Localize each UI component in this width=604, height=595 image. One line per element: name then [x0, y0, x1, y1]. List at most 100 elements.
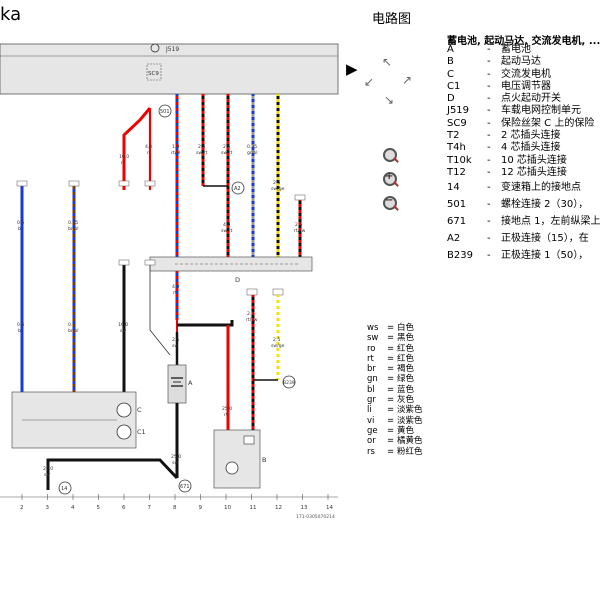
- legend-dash: -: [487, 117, 491, 129]
- wire-label: bl: [18, 328, 22, 334]
- node-a2-label: A2: [234, 186, 241, 192]
- wire-label: gr/bl: [247, 150, 258, 156]
- starter-label: B: [262, 456, 266, 464]
- battery-label: A: [188, 379, 193, 387]
- color-name: 红色: [397, 353, 415, 364]
- node-671: [178, 479, 192, 493]
- color-code: gr: [367, 395, 376, 406]
- legend-dash: -: [487, 166, 491, 178]
- wire-label: sw: [44, 473, 50, 478]
- wire-label: sw/ge: [271, 343, 285, 349]
- color-key-item: gr=灰色: [367, 395, 423, 405]
- node-501: [158, 104, 172, 118]
- color-key-item: or=橘黄色: [367, 436, 423, 446]
- alternator-icon: [116, 402, 132, 418]
- legend-text: 起动马达: [501, 56, 541, 68]
- ground-symbol-icon: [150, 43, 160, 53]
- color-key-item: ge =黄色: [367, 426, 423, 436]
- color-code: ro: [367, 343, 376, 354]
- wire-label: 2.5: [295, 222, 302, 228]
- color-name: 淡紫色: [397, 405, 423, 416]
- legend-text: 车载电网控制单元: [501, 105, 581, 117]
- regulator-icon: [116, 424, 132, 440]
- legend-text: 螺栓连接 2（30），: [501, 198, 589, 210]
- legend-item: 14-变速箱上的接地点: [447, 179, 601, 196]
- color-code: gn: [367, 374, 378, 385]
- color-code: vi: [367, 415, 375, 426]
- color-name: 黄色: [397, 425, 415, 436]
- ignition-switch-label: D: [235, 276, 240, 284]
- wire-label: 4.0: [172, 284, 179, 290]
- zoom-icon[interactable]: [383, 148, 399, 164]
- wire-label: 2.5: [273, 337, 280, 343]
- wire-label: bl: [18, 226, 22, 232]
- legend-item: 671-接地点 1，左前纵梁上: [447, 213, 601, 230]
- legend-item: SC9-保险丝架 C 上的保险: [447, 118, 601, 130]
- legend-text: 蓄电池: [501, 44, 531, 55]
- wire-label: 4.0: [145, 144, 152, 150]
- legend-item: T2-2 芯插头连接: [447, 130, 601, 142]
- pan-up-right-icon[interactable]: ↗: [402, 73, 413, 87]
- axis-number: 12: [275, 505, 282, 511]
- legend-text: 变速箱上的接地点: [501, 181, 581, 193]
- pan-down-left-icon[interactable]: ↙: [364, 75, 375, 89]
- legend-item: T4h-4 芯插头连接: [447, 142, 601, 154]
- color-name: 红色: [397, 343, 415, 354]
- legend-dash: -: [487, 105, 491, 117]
- legend-dash: -: [487, 232, 491, 244]
- equals-sign: =: [387, 353, 395, 364]
- fuse-box: [146, 63, 162, 81]
- legend-text: 电压调节器: [501, 80, 551, 92]
- axis-number: 11: [250, 505, 257, 511]
- pan-control[interactable]: ↖ ↗ ↘ ↙: [360, 55, 420, 115]
- legend-text: 接地点 1，左前纵梁上: [501, 215, 601, 227]
- wire-label: 2.5: [172, 337, 179, 343]
- wire-label: 2.5: [223, 144, 230, 150]
- next-arrow-icon[interactable]: ▶: [346, 60, 358, 78]
- legend-code: D: [447, 93, 455, 105]
- legend-dash: -: [487, 93, 491, 105]
- color-name: 灰色: [397, 395, 415, 406]
- battery-box: [167, 364, 187, 404]
- wire-label: 25.0: [43, 466, 53, 472]
- axis-number: 10: [224, 505, 231, 511]
- equals-sign: =: [387, 436, 395, 447]
- legend-dash: -: [487, 80, 491, 92]
- control-unit-box: [0, 43, 339, 95]
- axis-number: 13: [301, 505, 308, 511]
- legend-dash: -: [487, 56, 491, 68]
- pan-down-right-icon[interactable]: ↘: [384, 93, 395, 107]
- axis-number: 2: [20, 505, 24, 511]
- node-14: [58, 481, 72, 495]
- pan-up-left-icon[interactable]: ↖: [382, 55, 393, 69]
- regulator-label: C1: [137, 428, 146, 436]
- wire-label: rt: [147, 150, 151, 156]
- color-code: rt: [367, 353, 374, 364]
- color-code: sw: [367, 333, 379, 344]
- wire-label: rt/sw: [246, 317, 258, 323]
- document-id: 171-0305070214: [296, 514, 335, 520]
- legend-code: 501: [447, 198, 467, 210]
- color-name: 淡紫色: [397, 415, 423, 426]
- color-code: ge: [367, 425, 378, 436]
- node-b239: [282, 375, 296, 389]
- zoom-out-icon[interactable]: −: [383, 195, 399, 212]
- color-name: 褐色: [397, 364, 415, 375]
- wire-label: sw/ge: [271, 186, 285, 192]
- color-key-item: ro=红色: [367, 344, 423, 354]
- legend-code: B239: [447, 249, 473, 261]
- wire-label: 25.0: [171, 454, 181, 460]
- legend-item: J519-车载电网控制单元: [447, 105, 601, 117]
- wire-label: rt: [121, 160, 125, 166]
- wire-label: sw: [172, 461, 178, 466]
- zoom-in-icon[interactable]: +: [383, 171, 399, 188]
- legend-text: 10 芯插头连接: [501, 154, 567, 166]
- legend-item: B239-正极连接 1（50），: [447, 247, 601, 264]
- fuse-label: SC9: [148, 71, 159, 77]
- equals-sign: =: [387, 425, 395, 436]
- legend-text: 正极连接 1（50），: [501, 249, 589, 261]
- wire-label: sw/rt: [196, 150, 208, 156]
- axis-number: 9: [199, 505, 203, 511]
